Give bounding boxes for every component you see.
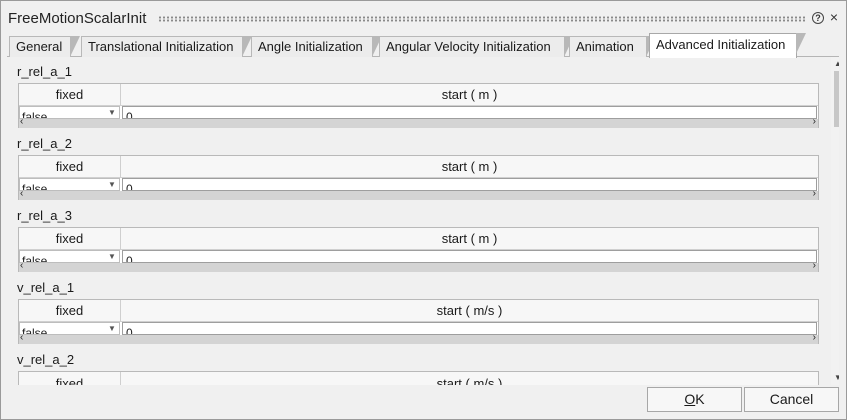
drag-grip[interactable] [158, 16, 806, 22]
scrollbar-thumb[interactable] [834, 71, 839, 127]
horizontal-scrollbar[interactable]: ‹ › [19, 188, 818, 200]
start-value-input[interactable]: 0 [122, 322, 817, 335]
column-header-start: start ( m ) [121, 84, 818, 106]
start-value-input[interactable]: 0 [122, 106, 817, 119]
title-bar[interactable]: FreeMotionScalarInit ? × [1, 1, 846, 33]
tab-general[interactable]: General [9, 36, 80, 57]
tab-animation[interactable]: Animation [569, 36, 656, 57]
scroll-content: r_rel_a_1 fixed start ( m ) false ▼ 0 ‹ … [7, 57, 839, 385]
parameter-table: fixed start ( m/s ) [18, 371, 819, 385]
fixed-select[interactable]: false [19, 250, 120, 263]
chevron-down-icon[interactable]: ▼ [108, 108, 116, 117]
section-label: v_rel_a_1 [17, 280, 75, 295]
scroll-down-icon[interactable]: ▼ [834, 373, 839, 382]
tab-angle-initialization[interactable]: Angle Initialization [251, 36, 382, 57]
tab-translational-initialization[interactable]: Translational Initialization [81, 36, 252, 57]
section-label: r_rel_a_2 [17, 136, 72, 151]
column-header-start: start ( m ) [121, 228, 818, 250]
ok-mnemonic: O [684, 391, 696, 407]
column-header-fixed: fixed [19, 84, 121, 106]
horizontal-scrollbar[interactable]: ‹ › [19, 332, 818, 344]
ok-button[interactable]: OK [647, 387, 742, 412]
column-header-fixed: fixed [19, 372, 121, 385]
scroll-left-icon[interactable]: ‹ [20, 116, 24, 127]
help-icon[interactable]: ? [812, 12, 824, 24]
section-label: r_rel_a_3 [17, 208, 72, 223]
column-header-fixed: fixed [19, 228, 121, 250]
parameter-table: fixed start ( m ) false ▼ 0 ‹ › [18, 227, 819, 272]
tab-bar: General Translational Initialization Ang… [7, 33, 839, 58]
scroll-left-icon[interactable]: ‹ [20, 260, 24, 271]
ok-label: K [695, 391, 705, 407]
scroll-left-icon[interactable]: ‹ [20, 188, 24, 199]
start-value-input[interactable]: 0 [122, 250, 817, 263]
chevron-down-icon[interactable]: ▼ [108, 252, 116, 261]
scroll-up-icon[interactable]: ▲ [834, 59, 839, 68]
tab-advanced-initialization[interactable]: Advanced Initialization [649, 33, 806, 58]
fixed-select[interactable]: false [19, 178, 120, 191]
chevron-down-icon[interactable]: ▼ [108, 324, 116, 333]
vertical-scrollbar[interactable]: ▲ ▼ [831, 57, 839, 385]
close-icon[interactable]: × [829, 9, 839, 25]
column-header-fixed: fixed [19, 156, 121, 178]
scroll-right-icon[interactable]: › [812, 188, 816, 199]
column-header-start: start ( m/s ) [121, 372, 818, 385]
column-header-start: start ( m/s ) [121, 300, 818, 322]
section-label: r_rel_a_1 [17, 64, 72, 79]
chevron-down-icon[interactable]: ▼ [108, 180, 116, 189]
column-header-fixed: fixed [19, 300, 121, 322]
cancel-button[interactable]: Cancel [744, 387, 839, 412]
scroll-right-icon[interactable]: › [812, 260, 816, 271]
fixed-select[interactable]: false [19, 106, 120, 119]
parameter-table: fixed start ( m ) false ▼ 0 ‹ › [18, 83, 819, 128]
horizontal-scrollbar[interactable]: ‹ › [19, 260, 818, 272]
scroll-right-icon[interactable]: › [812, 116, 816, 127]
section-label: v_rel_a_2 [17, 352, 75, 367]
start-value-input[interactable]: 0 [122, 178, 817, 191]
window-title: FreeMotionScalarInit [8, 10, 147, 27]
horizontal-scrollbar[interactable]: ‹ › [19, 116, 818, 128]
parameter-table: fixed start ( m/s ) false ▼ 0 ‹ › [18, 299, 819, 344]
scroll-right-icon[interactable]: › [812, 332, 816, 343]
column-header-start: start ( m ) [121, 156, 818, 178]
tab-angular-velocity-initialization[interactable]: Angular Velocity Initialization [379, 36, 574, 57]
scroll-left-icon[interactable]: ‹ [20, 332, 24, 343]
fixed-select[interactable]: false [19, 322, 120, 335]
parameter-table: fixed start ( m ) false ▼ 0 ‹ › [18, 155, 819, 200]
